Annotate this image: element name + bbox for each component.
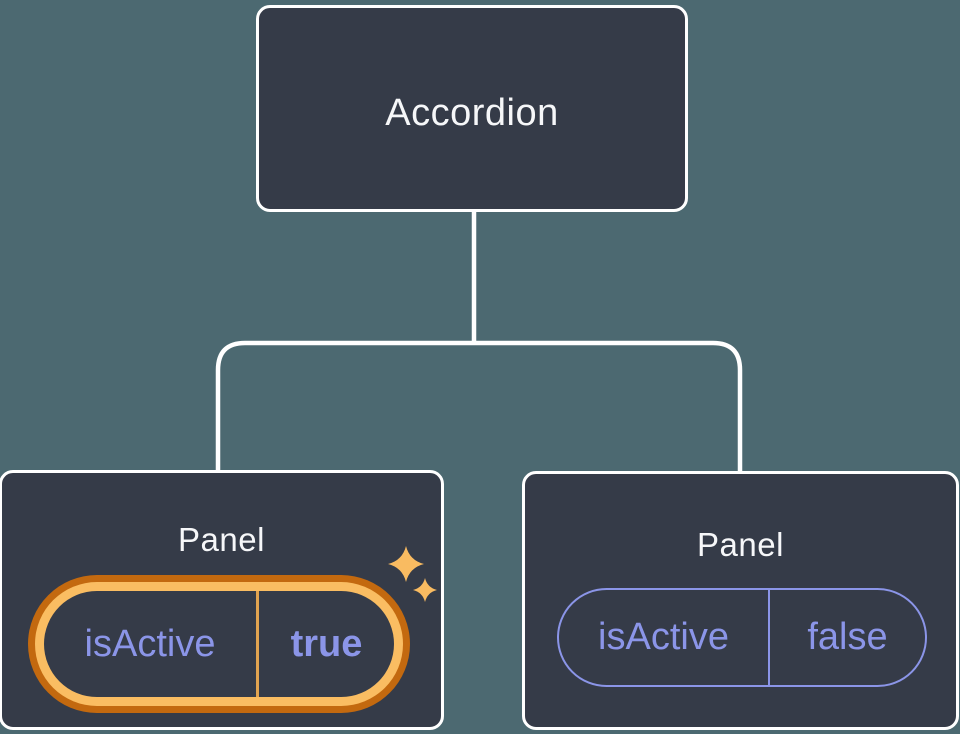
prop-name: isActive	[84, 622, 216, 665]
accordion-node-label: Accordion	[385, 92, 559, 134]
prop-pill-gold-ring: isActive true	[35, 582, 403, 706]
prop-pill-highlighted: isActive true	[28, 575, 410, 713]
panel-node-label: Panel	[697, 526, 784, 563]
prop-name: isActive	[598, 616, 729, 658]
panel-node-inactive: Panel isActive false	[522, 471, 959, 730]
prop-value: true	[290, 622, 363, 665]
prop-value: false	[807, 616, 888, 658]
sparkles-icon	[388, 546, 437, 602]
prop-pill-body: isActive true	[44, 591, 394, 697]
panel-node-label: Panel	[178, 521, 265, 558]
prop-pill-divider	[768, 590, 770, 685]
panel-node-active: Panel isActive true	[0, 470, 444, 730]
accordion-node: Accordion	[256, 5, 688, 212]
prop-pill-divider	[256, 591, 259, 697]
prop-pill-plain: isActive false	[557, 588, 927, 687]
